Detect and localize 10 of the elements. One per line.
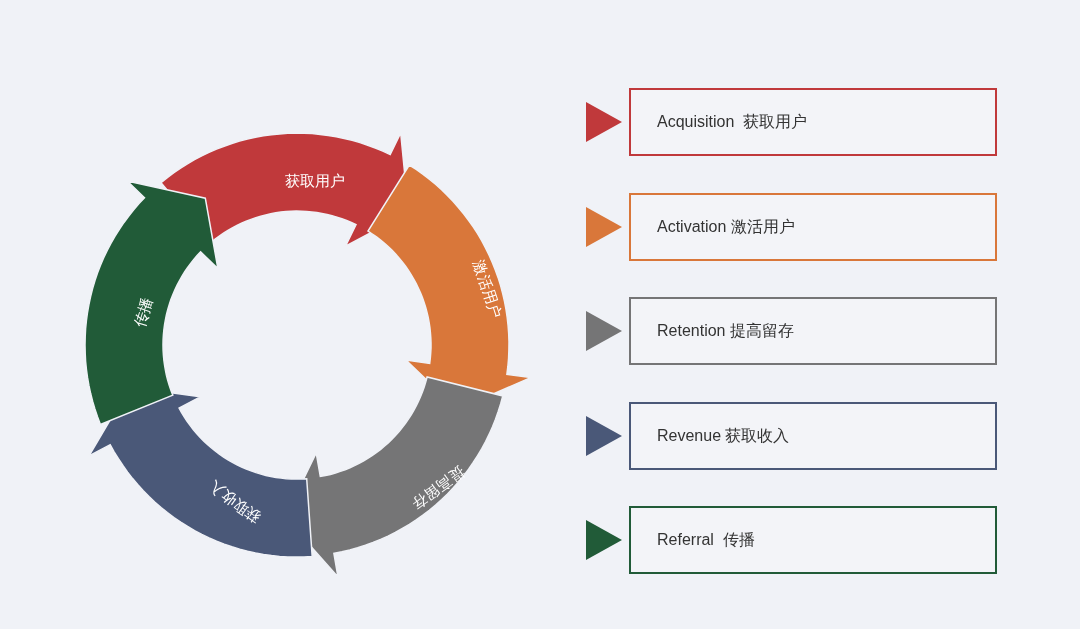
legend-text: Revenue 获取收入 (657, 425, 790, 446)
legend-text: Acquisition 获取用户 (657, 111, 808, 132)
legend-text: Retention 提高留存 (657, 320, 794, 341)
segment-label: 获取收入 (205, 476, 265, 527)
segment-label: 提高留存 (408, 462, 469, 513)
segment-label: 传播 (130, 295, 157, 330)
legend-text: Referral 传播 (657, 529, 755, 550)
segment-label: 获取用户 (284, 172, 345, 192)
legend-text: Activation 激活用户 (657, 216, 795, 236)
segment-label: 激活用户 (470, 258, 506, 322)
